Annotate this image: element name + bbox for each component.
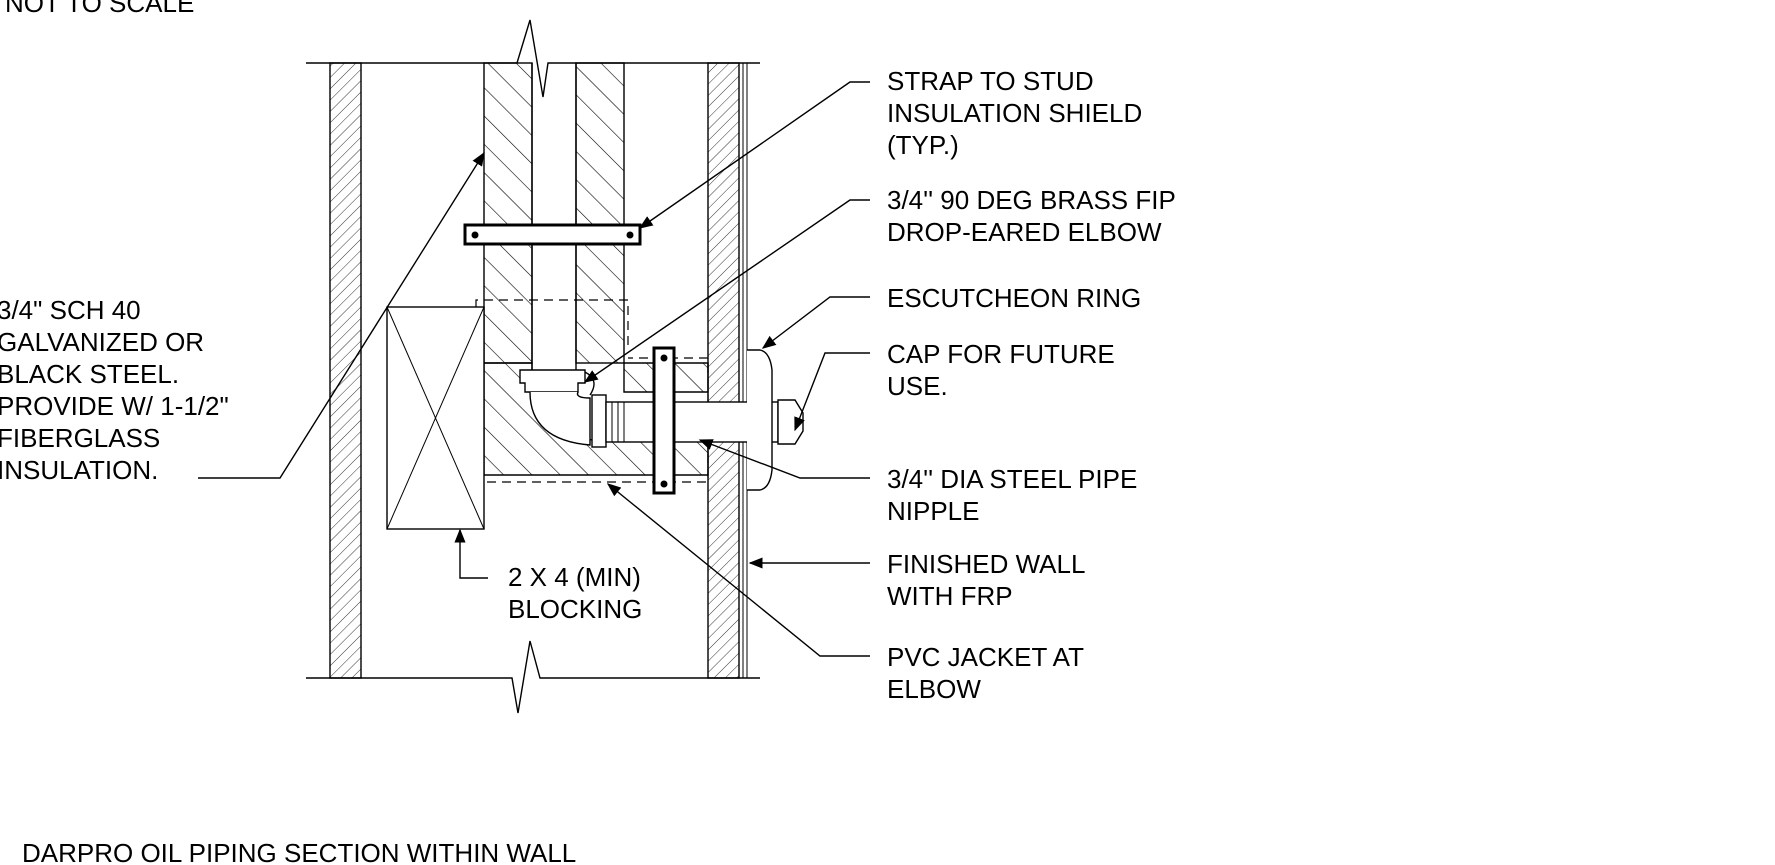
pipe-cap (777, 399, 804, 445)
drawing-title: DARPRO OIL PIPING SECTION WITHIN WALL (22, 838, 576, 865)
stud-strap (652, 346, 676, 495)
escutcheon-label: ESCUTCHEON RING (887, 283, 1141, 313)
vertical-pipe (531, 63, 577, 370)
left-stud (329, 62, 362, 679)
scale-note: NOT TO SCALE (5, 0, 194, 18)
wall-bottom-break-line (306, 640, 760, 714)
escutcheon-ring (747, 349, 773, 491)
right-stud (707, 62, 740, 679)
insulation-shield-strap (463, 223, 642, 246)
elbow-label: 3/4'' 90 DEG BRASS FIP DROP-EARED ELBOW (887, 185, 1183, 247)
blocking-2x4 (386, 306, 485, 530)
nipple-label: 3/4'' DIA STEEL PIPE NIPPLE (887, 464, 1145, 526)
leader-lines (198, 81, 870, 657)
pipe-label: 3/4" SCH 40 GALVANIZED OR BLACK STEEL. P… (0, 295, 236, 485)
cap-label: CAP FOR FUTURE USE. (887, 339, 1122, 401)
wall-top-break-line (306, 19, 760, 98)
pvc-jacket-label: PVC JACKET AT ELBOW (887, 642, 1091, 704)
strap-label: STRAP TO STUD INSULATION SHIELD (TYP.) (887, 66, 1149, 160)
drop-eared-elbow (519, 369, 595, 446)
blocking-label: 2 X 4 (MIN) BLOCKING (508, 562, 648, 624)
finished-wall-label: FINISHED WALL WITH FRP (887, 549, 1092, 611)
